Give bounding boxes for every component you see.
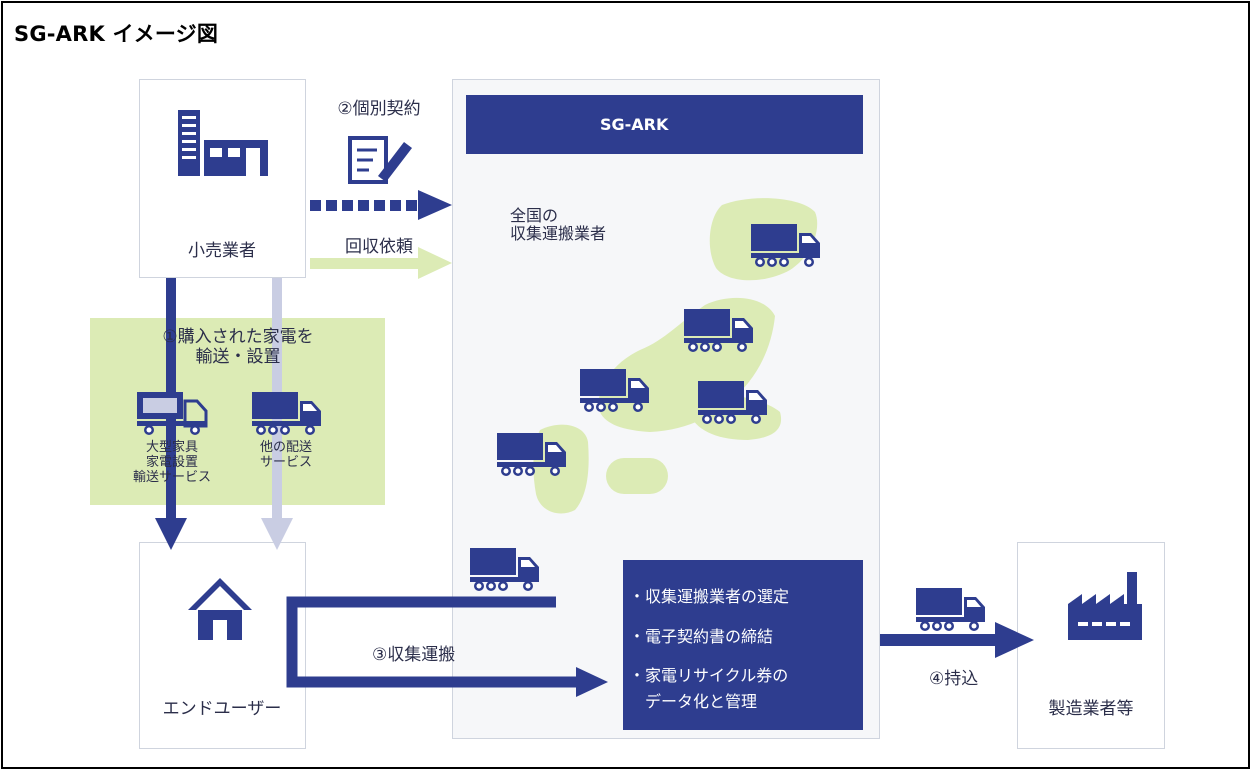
- function-item: データ化と管理: [629, 692, 758, 711]
- function-item: ・家電リサイクル券の: [629, 666, 789, 685]
- large-item-service-label: 大型家具 家電設置 輸送サービス: [132, 440, 212, 485]
- truck-icon: [470, 548, 539, 591]
- retailer-label: 小売業者: [188, 241, 256, 261]
- function-item: ・収集運搬業者の選定: [629, 587, 790, 606]
- contract-arrow: [310, 190, 452, 220]
- collection-step-label: ③収集運搬: [372, 645, 456, 665]
- truck-icon: [698, 381, 767, 424]
- sgark-header-bar: [466, 95, 863, 154]
- manufacturer-box: [1017, 542, 1165, 749]
- house-icon: [188, 578, 252, 640]
- retailer-box: [139, 79, 306, 278]
- bring-in-arrow-head: [995, 622, 1034, 658]
- bring-in-arrow-shaft: [880, 634, 995, 646]
- end-user-label: エンドユーザー: [162, 699, 282, 719]
- manufacturer-label: 製造業者等: [1048, 699, 1134, 719]
- end-user-box: [139, 542, 306, 749]
- request-step-label: 回収依頼: [345, 237, 413, 257]
- large-item-truck-icon: [137, 392, 208, 435]
- other-service-label: 他の配送 サービス: [259, 440, 313, 470]
- collection-arrow-head: [576, 667, 608, 697]
- bring-in-step-label: ④持込: [929, 669, 979, 689]
- contract-step-label: ②個別契約: [337, 99, 421, 119]
- truck-icon: [916, 588, 985, 631]
- carriers-label: 全国の 収集運搬業者: [510, 206, 607, 244]
- sgark-functions-box: [623, 560, 863, 730]
- request-arrow: [310, 247, 452, 279]
- delivery-arrow-head: [155, 518, 187, 550]
- function-item: ・電子契約書の締結: [629, 627, 774, 646]
- other-delivery-arrow-head: [261, 518, 293, 550]
- collection-arrow: [286, 596, 576, 688]
- figure-title: SG-ARK イメージ図: [14, 22, 219, 46]
- sgark-header-label: SG-ARK: [600, 115, 669, 134]
- delivery-step-label: ①購入された家電を 輸送・設置: [162, 327, 314, 367]
- factory-icon: [1068, 572, 1142, 640]
- building-icon: [178, 110, 268, 176]
- contract-pen-icon: [348, 136, 412, 184]
